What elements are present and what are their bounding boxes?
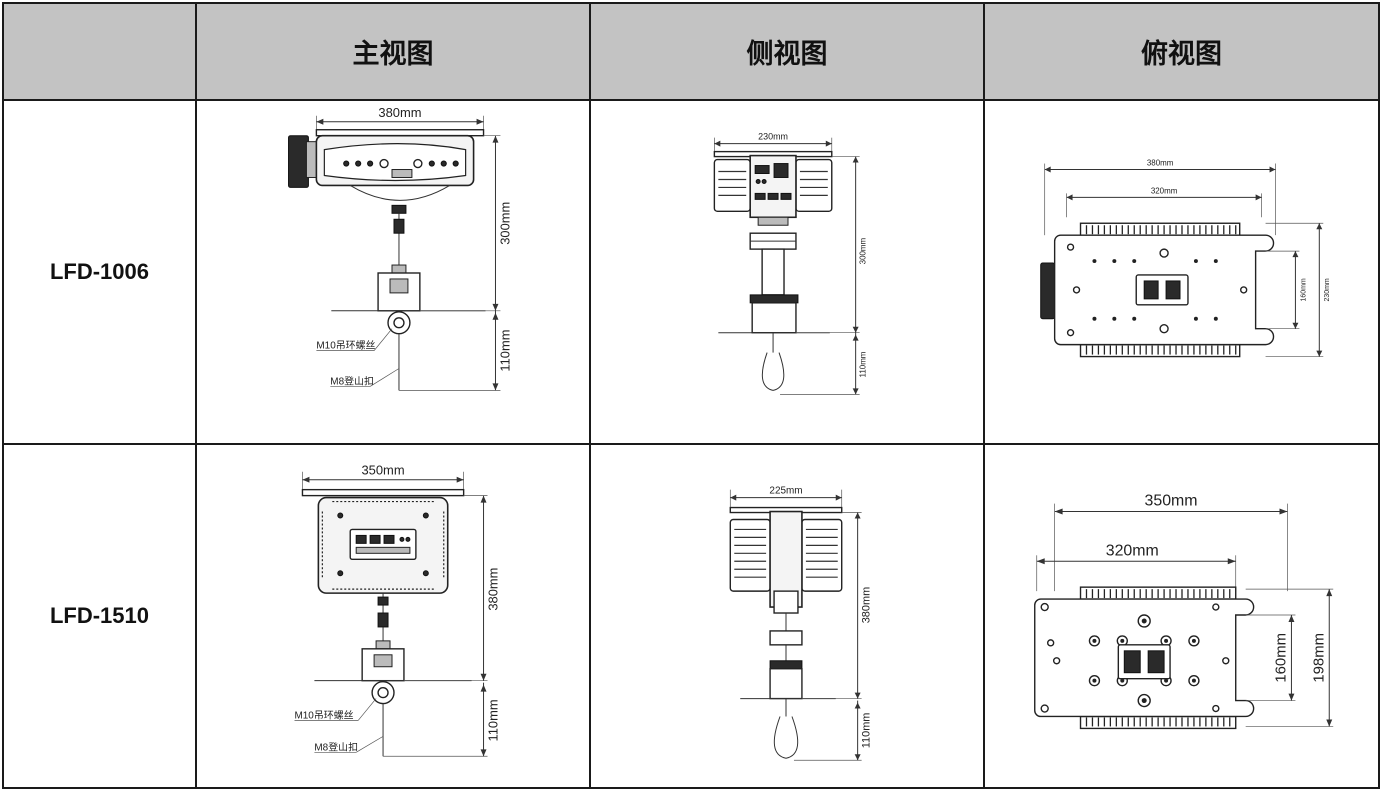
header-cell-front: 主视图	[195, 2, 591, 101]
side-height-dim: 380mm	[861, 587, 873, 623]
model-name: LFD-1006	[49, 259, 150, 284]
front-height-dim: 380mm	[485, 568, 500, 611]
dimension-table: 主视图 侧视图 俯视图 LFD-1006 380mm	[2, 2, 1380, 789]
side-height-dim: 300mm	[859, 237, 868, 264]
front-eyebolt-label: M10吊环螺丝	[295, 709, 354, 721]
top-view-drawing: 380mm 320mm	[1040, 159, 1331, 358]
top-inner-height-dim: 160mm	[1272, 633, 1289, 683]
header-cell-top: 俯视图	[983, 2, 1380, 101]
side-view-drawing: 225mm 380mm	[729, 486, 873, 761]
side-view-cell: 225mm 380mm	[589, 443, 985, 789]
header-cell-side: 侧视图	[589, 2, 985, 101]
side-view-drawing: 230mm	[713, 132, 868, 395]
top-outer-width-dim: 350mm	[1145, 493, 1198, 510]
top-inner-height-dim: 160mm	[1300, 278, 1307, 301]
front-width-dim: 380mm	[378, 105, 421, 120]
front-width-dim: 350mm	[362, 463, 405, 478]
table-row: LFD-1006 380mm	[2, 99, 1380, 445]
model-name: LFD-1510	[49, 603, 150, 628]
top-outer-height-dim: 198mm	[1310, 633, 1327, 683]
front-hook-dim: 110mm	[485, 699, 500, 741]
side-hook-dim: 110mm	[861, 713, 873, 749]
header-side-view: 侧视图	[746, 39, 828, 70]
top-view-cell: 380mm 320mm	[983, 99, 1380, 445]
top-outer-width-dim: 380mm	[1147, 159, 1174, 168]
front-view-drawing: 380mm	[288, 105, 512, 391]
top-outer-height-dim: 230mm	[1324, 278, 1331, 301]
front-view-drawing: 350mm	[295, 463, 500, 757]
top-view-cell: 350mm 320mm	[983, 443, 1380, 789]
header-row: 主视图 侧视图 俯视图	[2, 2, 1380, 101]
front-hook-dim: 110mm	[497, 330, 512, 372]
header-top-view: 俯视图	[1141, 39, 1222, 70]
table-row: LFD-1510 350mm	[2, 443, 1380, 789]
top-inner-width-dim: 320mm	[1151, 186, 1178, 195]
side-width-dim: 230mm	[758, 132, 788, 142]
front-eyebolt-label: M10吊环螺丝	[316, 340, 375, 352]
front-view-cell: 350mm	[195, 443, 591, 789]
model-cell: LFD-1006	[2, 99, 197, 445]
top-view-drawing: 350mm 320mm	[1034, 493, 1334, 730]
side-width-dim: 225mm	[769, 486, 802, 497]
header-corner-cell	[2, 2, 197, 101]
front-height-dim: 300mm	[497, 202, 512, 245]
model-cell: LFD-1510	[2, 443, 197, 789]
top-inner-width-dim: 320mm	[1106, 542, 1159, 559]
side-view-cell: 230mm	[589, 99, 985, 445]
front-view-cell: 380mm	[195, 99, 591, 445]
front-carabiner-label: M8登山扣	[314, 740, 358, 753]
header-front-view: 主视图	[352, 39, 434, 70]
front-carabiner-label: M8登山扣	[330, 374, 374, 387]
side-hook-dim: 110mm	[859, 351, 868, 377]
